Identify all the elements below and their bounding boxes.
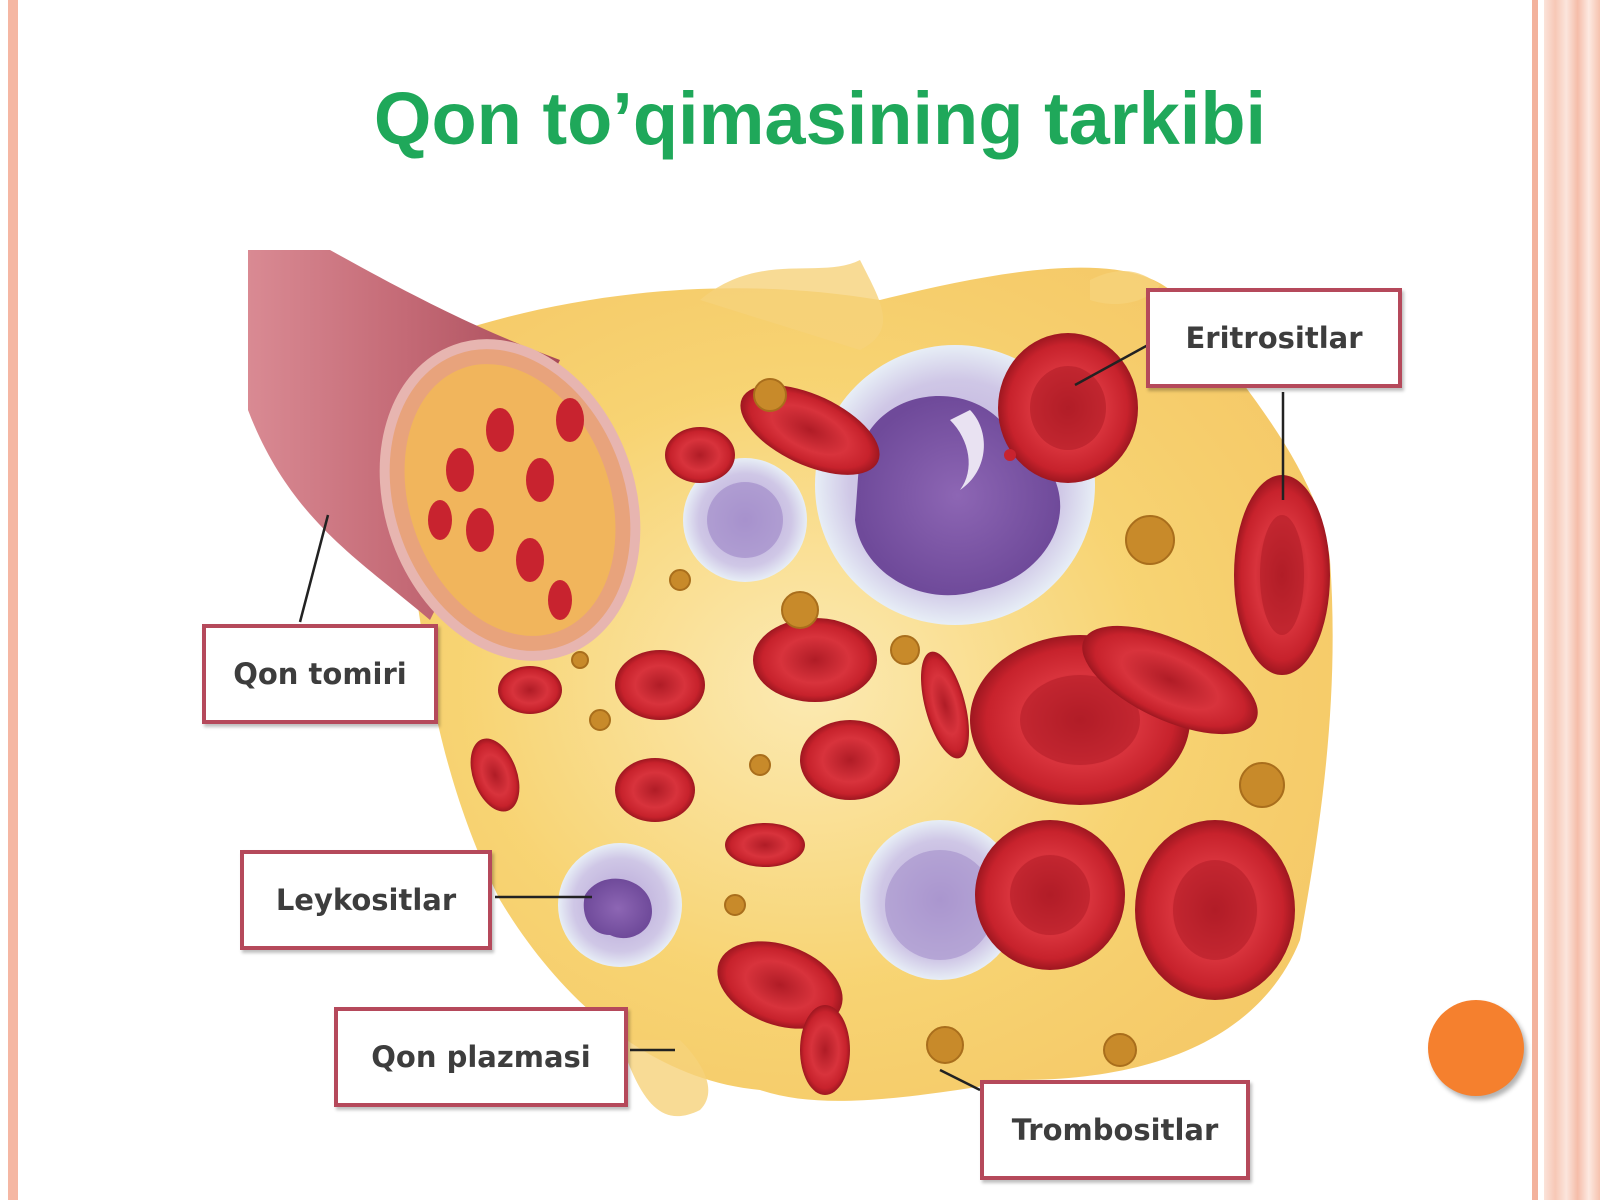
label-erythrocytes: Eritrositlar <box>1146 288 1402 388</box>
label-platelets: Trombositlar <box>980 1080 1250 1180</box>
platelets-group <box>571 378 1285 1067</box>
slide-border-left <box>8 0 18 1200</box>
leader-lines <box>298 343 1285 1092</box>
erythrocytes-group <box>470 333 1330 1095</box>
slide-title: Qon to’qimasining tarkibi <box>373 77 1267 160</box>
slide-border-right <box>1532 0 1538 1200</box>
label-blood-vessel: Qon tomiri <box>202 624 438 724</box>
slide-border-decoration <box>1544 0 1600 1200</box>
label-plasma: Qon plazmasi <box>334 1007 628 1107</box>
label-leukocytes: Leykositlar <box>240 850 492 950</box>
orange-circle-decoration <box>1428 1000 1524 1096</box>
